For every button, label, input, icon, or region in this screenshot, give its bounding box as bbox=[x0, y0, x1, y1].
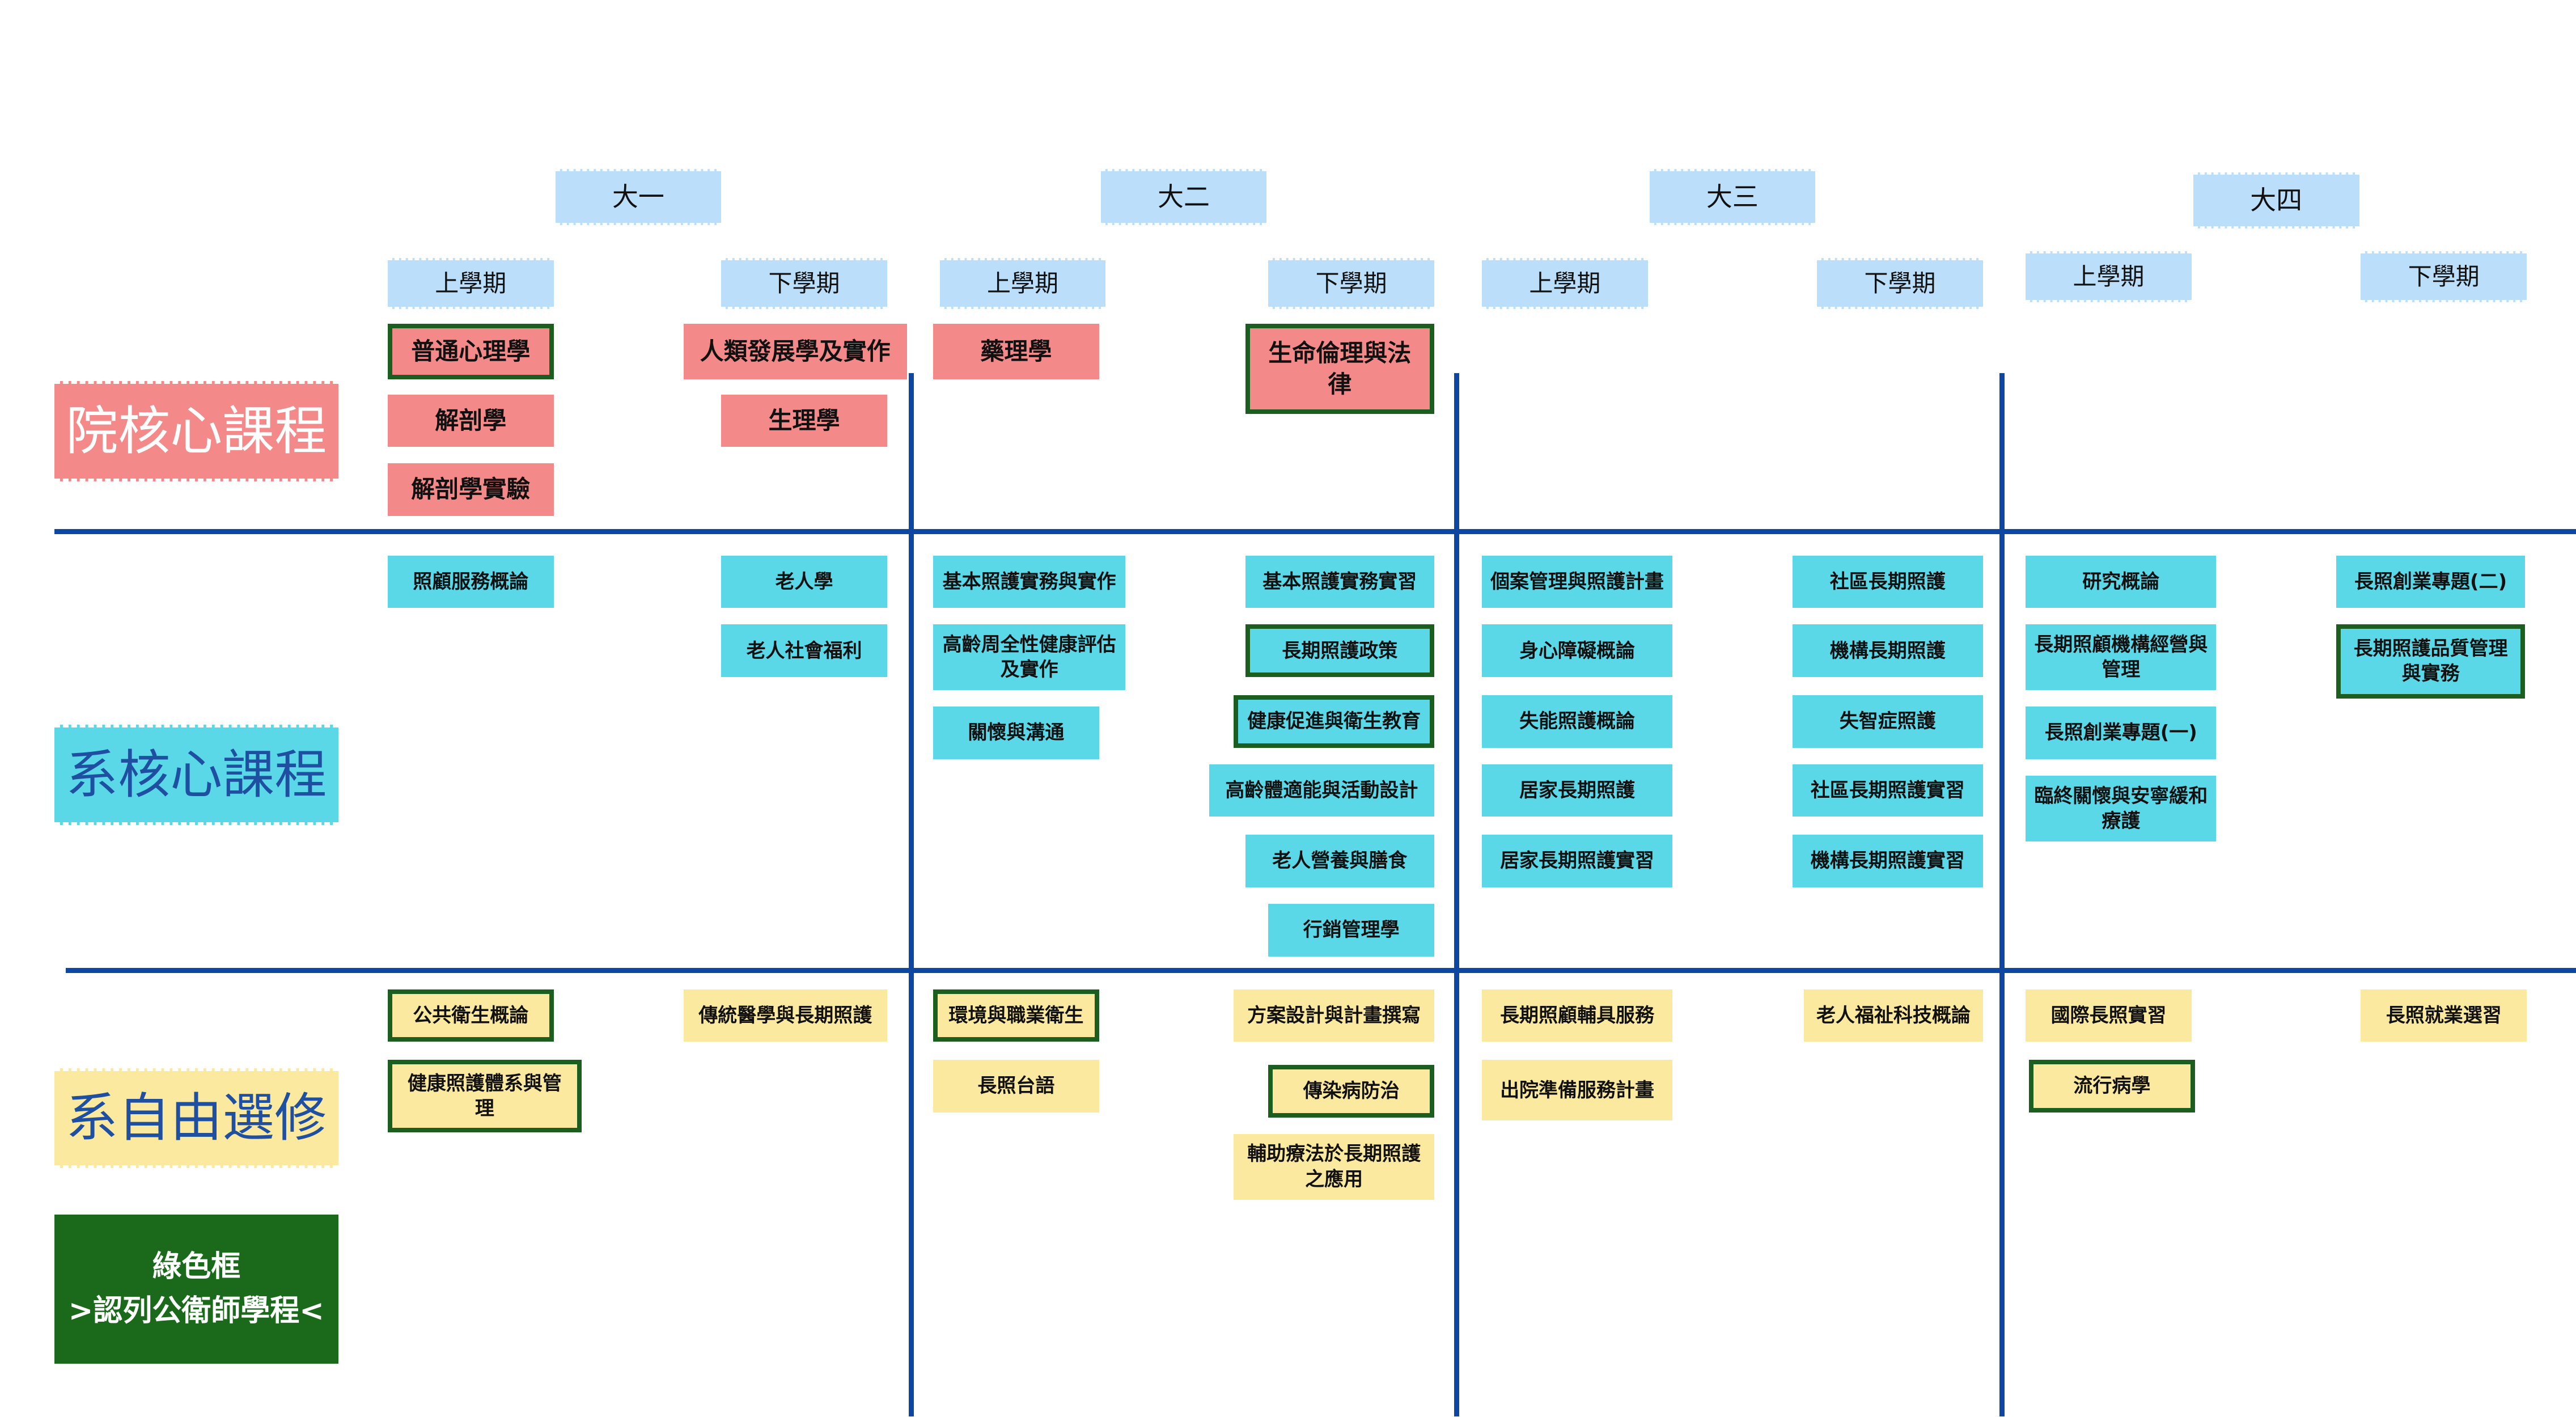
course-box: 健康照護體系與管 理 bbox=[387, 1060, 582, 1132]
course-box: 健康促進與衛生教育 bbox=[1234, 695, 1434, 748]
course-box: 長期照顧機構經營與 管理 bbox=[2026, 624, 2217, 691]
course-box: 環境與職業衛生 bbox=[933, 989, 1099, 1042]
course-box: 出院準備服務計畫 bbox=[1481, 1060, 1673, 1121]
category-label-college-core: 院核心課程 bbox=[54, 381, 338, 482]
course-box: 基本照護實務與實作 bbox=[933, 555, 1126, 608]
course-box: 老人營養與膳食 bbox=[1245, 835, 1434, 887]
semester-header: 上學期 bbox=[1481, 257, 1648, 309]
course-box: 關懷與溝通 bbox=[933, 707, 1099, 759]
row-divider-line bbox=[65, 967, 2576, 974]
year-header: 大一 bbox=[555, 169, 722, 226]
course-box: 長照就業選習 bbox=[2361, 989, 2527, 1042]
course-box: 行銷管理學 bbox=[1268, 903, 1434, 957]
course-box: 長期照護政策 bbox=[1245, 624, 1434, 677]
course-box: 老人福祉科技概論 bbox=[1804, 989, 1983, 1042]
course-box: 基本照護實務實習 bbox=[1245, 555, 1434, 608]
course-box: 居家長期照護 bbox=[1481, 764, 1673, 817]
course-box: 機構長期照護 bbox=[1792, 624, 1983, 677]
course-box: 傳染病防治 bbox=[1268, 1064, 1434, 1118]
course-box: 機構長期照護實習 bbox=[1792, 835, 1983, 887]
course-box: 長照創業專題(二) bbox=[2336, 555, 2526, 608]
semester-header: 下學期 bbox=[2361, 251, 2527, 303]
course-box: 個案管理與照護計畫 bbox=[1481, 555, 1673, 608]
semester-header: 下學期 bbox=[1817, 257, 1983, 309]
semester-header: 上學期 bbox=[939, 257, 1106, 309]
course-box: 社區長期照護實習 bbox=[1792, 764, 1983, 817]
year-header: 大四 bbox=[2193, 172, 2359, 229]
course-box: 方案設計與計畫撰寫 bbox=[1234, 989, 1434, 1042]
course-box: 高齡體適能與活動設計 bbox=[1209, 764, 1434, 817]
course-box: 人類發展學及實作 bbox=[683, 323, 907, 380]
year-header: 大三 bbox=[1649, 169, 1816, 226]
course-box: 輔助療法於長期照護 之應用 bbox=[1234, 1133, 1434, 1200]
semester-header: 上學期 bbox=[2026, 251, 2192, 303]
course-box: 傳統醫學與長期照護 bbox=[683, 989, 887, 1042]
course-box: 解剖學 bbox=[387, 394, 554, 447]
course-box: 國際長照實習 bbox=[2026, 989, 2192, 1042]
legend-green-border: 綠色框 >認列公衛師學程< bbox=[54, 1214, 338, 1364]
semester-header: 下學期 bbox=[1268, 257, 1434, 309]
course-box: 生理學 bbox=[721, 394, 887, 447]
course-box: 長期照顧輔具服務 bbox=[1481, 989, 1673, 1042]
course-box: 失能照護概論 bbox=[1481, 695, 1673, 748]
row-divider-line bbox=[54, 529, 2576, 535]
course-box: 社區長期照護 bbox=[1792, 555, 1983, 608]
course-box: 公共衛生概論 bbox=[387, 989, 554, 1042]
category-label-dept-core: 系核心課程 bbox=[54, 725, 338, 825]
course-box: 居家長期照護實習 bbox=[1481, 835, 1673, 887]
course-box: 老人學 bbox=[721, 555, 887, 608]
semester-header: 下學期 bbox=[721, 257, 887, 309]
course-box: 失智症照護 bbox=[1792, 695, 1983, 748]
column-divider-line bbox=[1999, 373, 2005, 1417]
course-box: 臨終關懷與安寧緩和 療護 bbox=[2026, 775, 2217, 841]
course-box: 流行病學 bbox=[2029, 1060, 2195, 1113]
column-divider-line bbox=[1454, 373, 1459, 1417]
course-box: 長照台語 bbox=[933, 1060, 1099, 1113]
semester-header: 上學期 bbox=[387, 257, 554, 309]
course-box: 身心障礙概論 bbox=[1481, 624, 1673, 677]
course-box: 長照創業專題(一) bbox=[2026, 707, 2217, 759]
course-box: 長期照護品質管理 與實務 bbox=[2336, 624, 2526, 699]
category-label-elective: 系自由選修 bbox=[54, 1068, 338, 1169]
column-divider-line bbox=[908, 373, 914, 1417]
course-box: 研究概論 bbox=[2026, 555, 2217, 608]
course-box: 老人社會福利 bbox=[721, 624, 887, 677]
course-box: 高齡周全性健康評估 及實作 bbox=[933, 624, 1126, 691]
year-header: 大二 bbox=[1100, 169, 1267, 226]
course-box: 藥理學 bbox=[933, 323, 1099, 380]
course-box: 照顧服務概論 bbox=[387, 555, 554, 608]
course-box: 生命倫理與法 律 bbox=[1245, 323, 1434, 414]
course-box: 普通心理學 bbox=[387, 323, 554, 380]
course-box: 解剖學實驗 bbox=[387, 463, 554, 516]
